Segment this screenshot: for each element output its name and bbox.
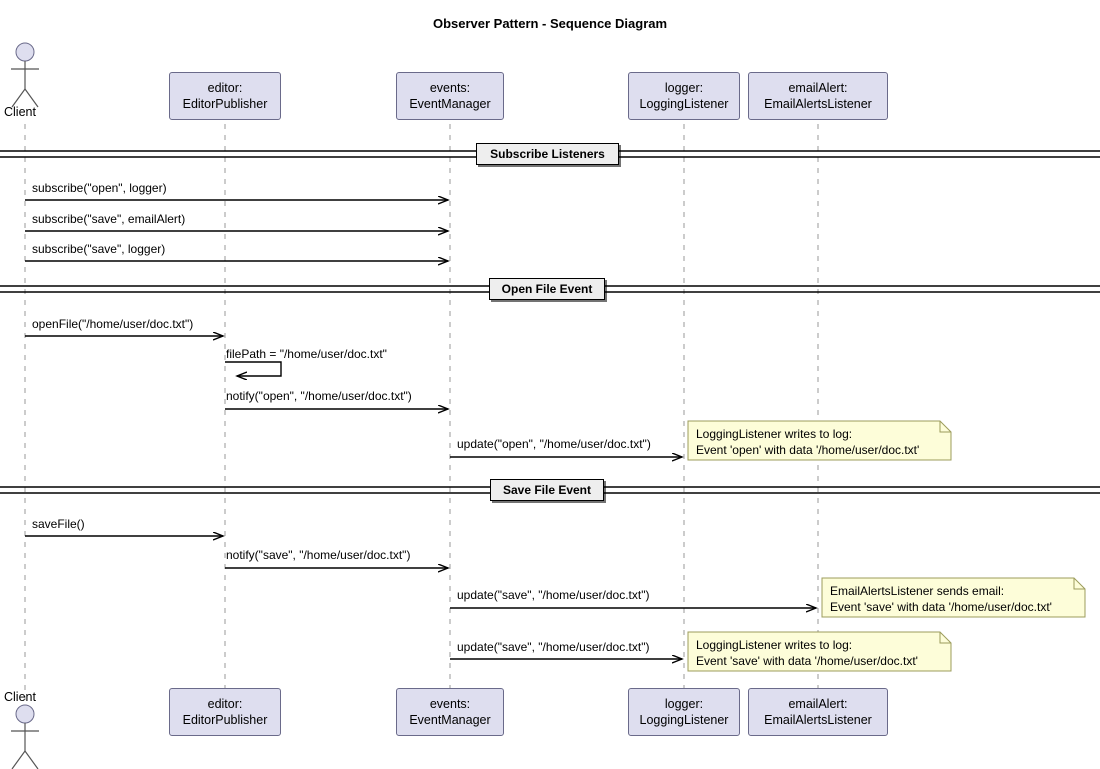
participant-role-label: emailAlert: — [788, 697, 848, 711]
participant-logger-bottom[interactable]: logger: LoggingListener — [628, 688, 740, 736]
participant-editor-top[interactable]: editor: EditorPublisher — [169, 72, 281, 120]
message-label-savefile: saveFile() — [32, 517, 85, 531]
participant-events-bottom[interactable]: events: EventManager — [396, 688, 504, 736]
participant-events-top[interactable]: events: EventManager — [396, 72, 504, 120]
participant-class-label: EventManager — [409, 713, 491, 727]
actor-legs-top — [11, 87, 39, 108]
participant-class-label: EmailAlertsListener — [764, 97, 872, 111]
note-line-2: Event 'save' with data '/home/user/doc.t… — [830, 600, 1052, 614]
message-label-notify-open: notify("open", "/home/user/doc.txt") — [226, 389, 412, 403]
participant-role-label: editor: — [207, 697, 243, 711]
note-text-note-logging-save: LoggingListener writes to log: Event 'sav… — [688, 632, 951, 671]
participant-class-label: EmailAlertsListener — [764, 713, 872, 727]
actor-label-client-bottom: Client — [4, 690, 36, 704]
note-shape-note-logging-save — [687, 631, 952, 672]
note-text-note-logging-open: LoggingListener writes to log: Event 'ope… — [688, 421, 951, 460]
message-arrow-filepath-self — [225, 361, 282, 376]
actor-head-bottom — [15, 704, 35, 724]
note-line-2: Event 'save' with data '/home/user/doc.t… — [696, 654, 918, 668]
note-line-1: LoggingListener writes to log: — [696, 638, 853, 652]
participant-emailAlert-bottom[interactable]: emailAlert: EmailAlertsListener — [748, 688, 888, 736]
participant-emailAlert-top[interactable]: emailAlert: EmailAlertsListener — [748, 72, 888, 120]
notes-shapes-group — [687, 420, 1086, 672]
message-label-filepath-self: filePath = "/home/user/doc.txt" — [226, 347, 387, 361]
section-divider-label-subscribe-listeners: Subscribe Listeners — [476, 143, 619, 165]
actor-head-top — [15, 42, 35, 62]
page-title: Observer Pattern - Sequence Diagram — [432, 16, 668, 31]
participant-role-label: logger: — [664, 81, 704, 95]
note-line-1: LoggingListener writes to log: — [696, 427, 853, 441]
participant-class-label: LoggingListener — [639, 97, 729, 111]
participant-role-label: editor: — [207, 81, 243, 95]
participant-role-label: events: — [429, 81, 471, 95]
participant-editor-bottom[interactable]: editor: EditorPublisher — [169, 688, 281, 736]
note-shape-note-logging-open — [687, 420, 952, 461]
message-label-notify-save: notify("save", "/home/user/doc.txt") — [226, 548, 411, 562]
participant-class-label: LoggingListener — [639, 713, 729, 727]
message-label-subscribe-open-logger: subscribe("open", logger) — [32, 181, 167, 195]
section-divider-label-open-file-event: Open File Event — [489, 278, 605, 300]
message-label-subscribe-save-emailalert: subscribe("save", emailAlert) — [32, 212, 186, 226]
message-label-subscribe-save-logger: subscribe("save", logger) — [32, 242, 166, 256]
messages-group — [25, 200, 816, 659]
actor-label-client-top: Client — [4, 105, 36, 119]
section-divider-label-save-file-event: Save File Event — [490, 479, 604, 501]
message-label-update-save-emailalert: update("save", "/home/user/doc.txt") — [457, 588, 650, 602]
message-label-openfile: openFile("/home/user/doc.txt") — [32, 317, 194, 331]
participant-role-label: logger: — [664, 697, 704, 711]
participant-class-label: EditorPublisher — [182, 97, 268, 111]
actor-figures-group — [11, 42, 39, 769]
participant-class-label: EventManager — [409, 97, 491, 111]
participant-logger-top[interactable]: logger: LoggingListener — [628, 72, 740, 120]
participant-role-label: events: — [429, 697, 471, 711]
message-label-update-save-logger: update("save", "/home/user/doc.txt") — [457, 640, 650, 654]
note-fold-corner-icon-note-logging-open — [939, 421, 951, 433]
note-line-1: EmailAlertsListener sends email: — [830, 584, 1005, 598]
note-fold-corner-icon-note-email-save — [1073, 578, 1085, 590]
actor-legs-bottom — [11, 749, 39, 769]
lifelines-group — [24, 124, 819, 700]
message-label-update-open-logger: update("open", "/home/user/doc.txt") — [457, 437, 651, 451]
note-fold-corner-icon-note-logging-save — [939, 632, 951, 644]
note-shape-note-email-save — [821, 577, 1086, 618]
note-text-note-email-save: EmailAlertsListener sends email: Event 's… — [822, 578, 1085, 617]
participant-role-label: emailAlert: — [788, 81, 848, 95]
participant-class-label: EditorPublisher — [182, 713, 268, 727]
note-line-2: Event 'open' with data '/home/user/doc.t… — [696, 443, 920, 457]
